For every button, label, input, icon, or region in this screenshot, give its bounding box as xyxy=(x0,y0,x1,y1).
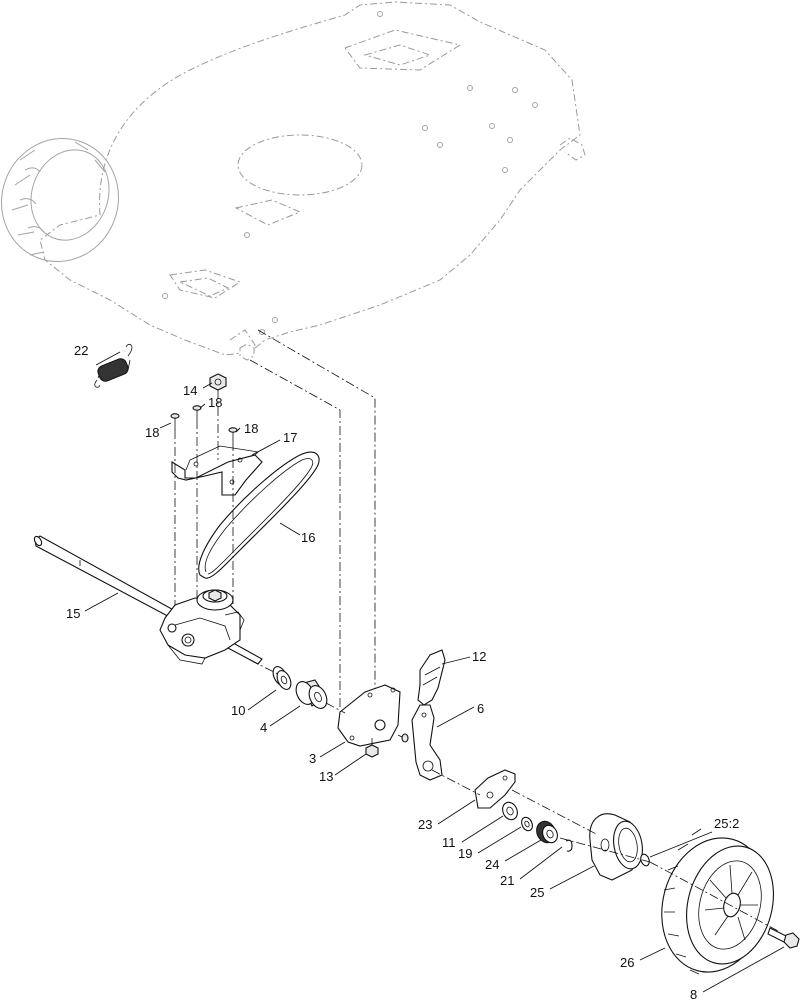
belt-guide-bracket xyxy=(171,445,263,496)
wheel-drive-cup xyxy=(589,813,643,881)
callout-4: 4 xyxy=(260,720,267,735)
callout-14: 14 xyxy=(183,383,197,398)
callout-8: 8 xyxy=(690,987,697,1002)
assembly-centerlines xyxy=(174,329,781,933)
callout-22: 22 xyxy=(74,343,88,358)
callout-3: 3 xyxy=(309,751,316,766)
callout-15: 15 xyxy=(66,606,80,621)
leader-lines xyxy=(84,351,785,993)
callout-6: 6 xyxy=(477,701,484,716)
side-plate xyxy=(337,684,409,747)
callout-18-middle: 18 xyxy=(208,395,222,410)
screw-middle xyxy=(192,405,202,420)
callout-19: 19 xyxy=(458,846,472,861)
callout-26: 26 xyxy=(620,955,634,970)
retaining-clip xyxy=(565,839,573,852)
callout-10: 10 xyxy=(231,703,245,718)
callout-25: 25 xyxy=(530,885,544,900)
pivot-plate xyxy=(474,769,516,809)
rear-wheel-ghost xyxy=(1,137,119,263)
flat-washer xyxy=(521,816,533,832)
pinion-gear xyxy=(536,820,558,844)
mower-deck-ghost xyxy=(39,1,586,359)
callout-24: 24 xyxy=(485,857,499,872)
height-knob xyxy=(417,649,446,706)
hex-nut xyxy=(209,343,255,391)
callout-21: 21 xyxy=(500,873,514,888)
lever-arm xyxy=(411,704,443,781)
washer xyxy=(502,801,518,821)
bushing xyxy=(272,666,292,690)
callout-18-left: 18 xyxy=(145,425,159,440)
callout-18-right: 18 xyxy=(244,421,258,436)
extension-spring xyxy=(94,343,133,388)
screw-right xyxy=(228,427,238,442)
callout-23: 23 xyxy=(418,817,432,832)
drive-belt xyxy=(198,451,320,579)
callout-11: 11 xyxy=(442,835,456,850)
wheel-washer xyxy=(640,853,650,867)
callout-13: 13 xyxy=(319,769,333,784)
callout-16: 16 xyxy=(301,530,315,545)
shoulder-bolt xyxy=(767,927,800,949)
bearing xyxy=(295,679,328,709)
callout-labels: 22 14 18 18 18 17 16 15 10 4 3 13 12 6 2… xyxy=(66,343,739,1002)
callout-12: 12 xyxy=(472,649,486,664)
screw-left xyxy=(170,413,180,430)
callout-17: 17 xyxy=(283,430,297,445)
transmission xyxy=(159,589,245,665)
callout-25-2: 25:2 xyxy=(714,816,739,831)
